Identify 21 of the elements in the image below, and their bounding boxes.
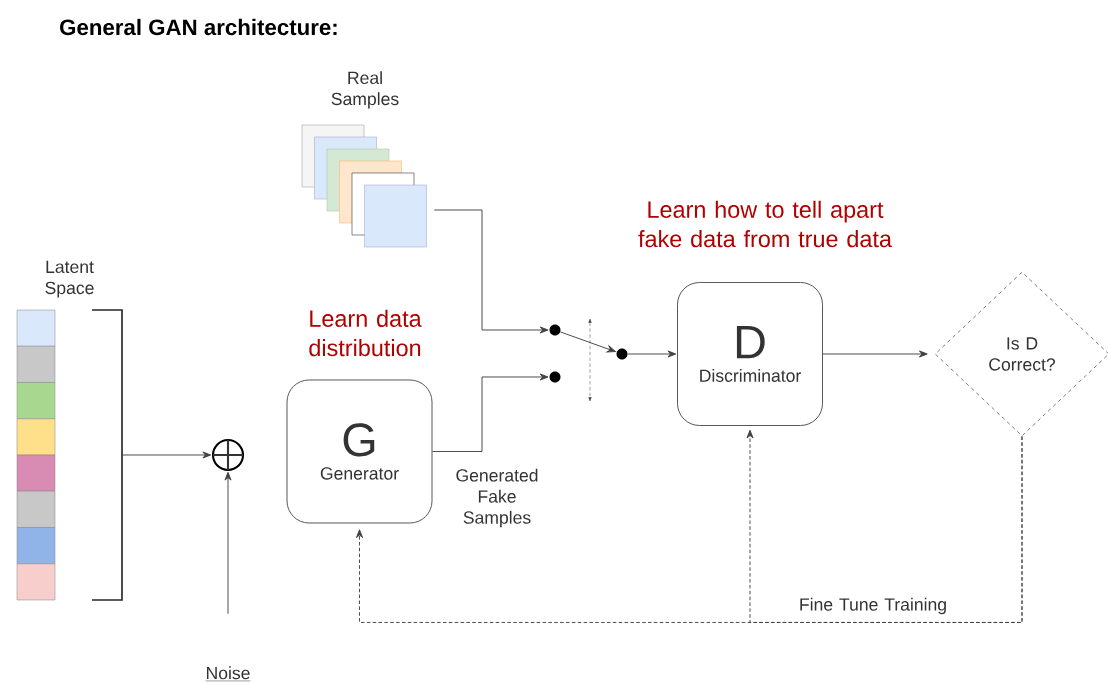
annotation: Learn data distribution <box>309 309 422 357</box>
arrow <box>433 209 549 334</box>
sum-symbol <box>211 438 245 472</box>
arrow <box>224 471 232 615</box>
node-label: Real Samples <box>331 71 399 109</box>
noise-label: Noise <box>205 666 251 682</box>
annotation: Learn how to tell apart fake data from true data <box>638 200 892 248</box>
title: General GAN architecture: <box>60 18 337 36</box>
arrow <box>356 436 1023 623</box>
latent-vector-drawing: Latent Space <box>16 260 123 601</box>
arrow <box>432 373 549 452</box>
arrow <box>121 451 212 459</box>
arrow <box>822 350 928 358</box>
edge-label: Fine Tune Training <box>800 597 946 615</box>
process-box: D Discriminator <box>677 282 823 426</box>
node-label: Latent Space <box>45 260 94 298</box>
process-box: G Generator <box>286 379 433 524</box>
sample-stack-drawing: Real Samples <box>301 71 427 248</box>
arrow <box>559 331 616 353</box>
arrow <box>627 350 677 358</box>
edge-label: Generated Fake Samples <box>456 468 538 528</box>
